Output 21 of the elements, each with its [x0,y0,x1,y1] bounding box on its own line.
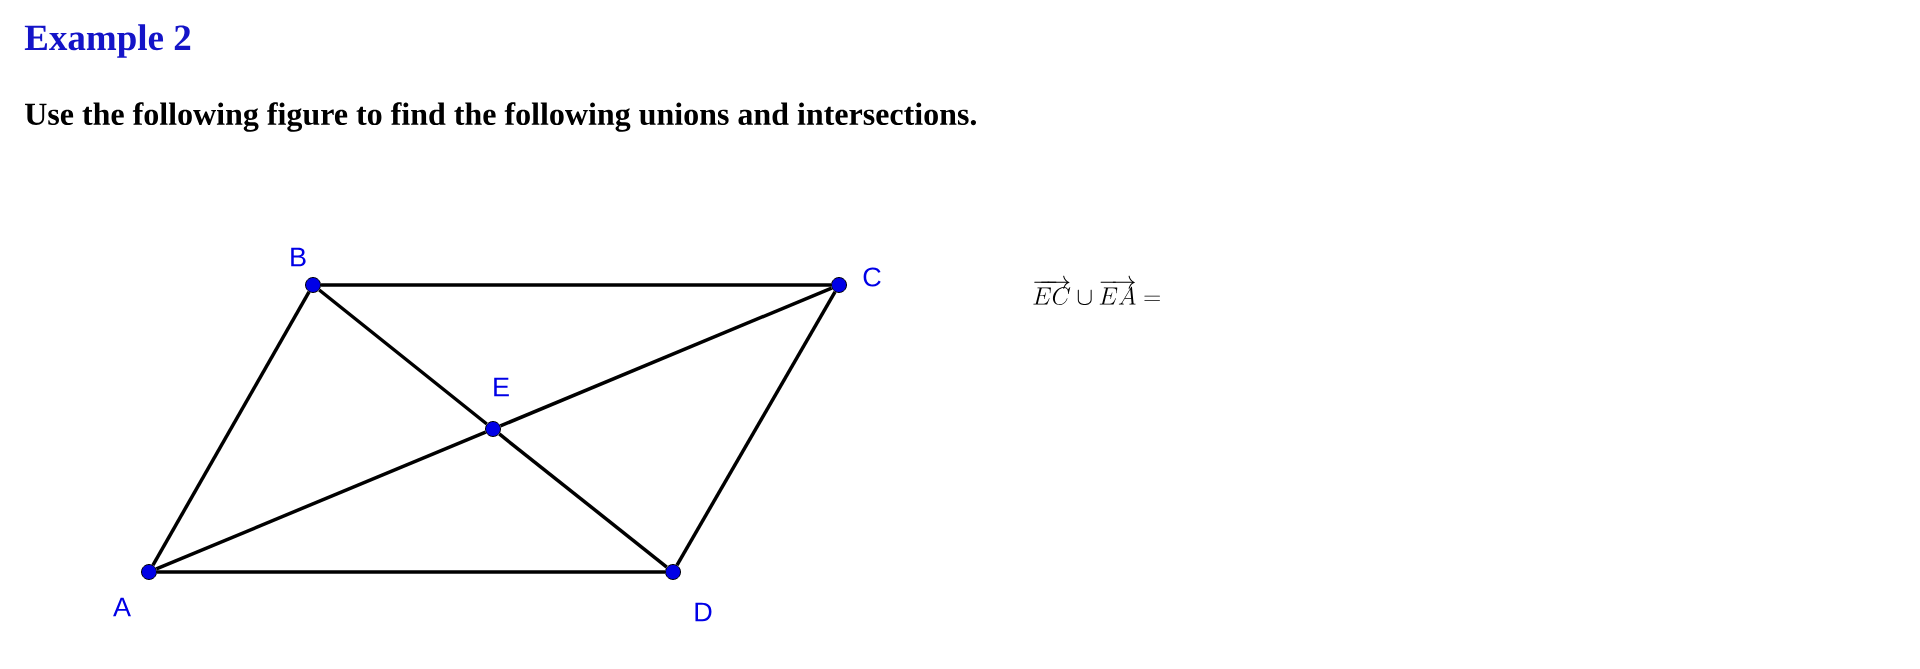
point-label: C [863,267,881,287]
title: Example 2 [24,24,191,58]
formula: $\overrightarrow{EC}\cup\overrightarrow{EA}=$ [1033,275,1160,306]
point [305,277,321,293]
line-segment [321,283,831,287]
line-segment [498,432,668,569]
point-label: B [291,247,306,267]
line-segment [318,288,488,426]
instruction-text: Use the following figure to find the following unions and intersections. [25,102,976,132]
line-segment [155,430,487,571]
point-label: A [113,597,131,617]
point [141,564,157,580]
point-label: D [695,602,712,622]
line-segment [499,286,833,428]
point [831,277,847,293]
point [665,564,681,580]
point-label: E [494,377,509,397]
line-segment [675,291,837,566]
line-segment [151,291,311,566]
point [485,421,501,437]
line-segment [157,570,665,574]
